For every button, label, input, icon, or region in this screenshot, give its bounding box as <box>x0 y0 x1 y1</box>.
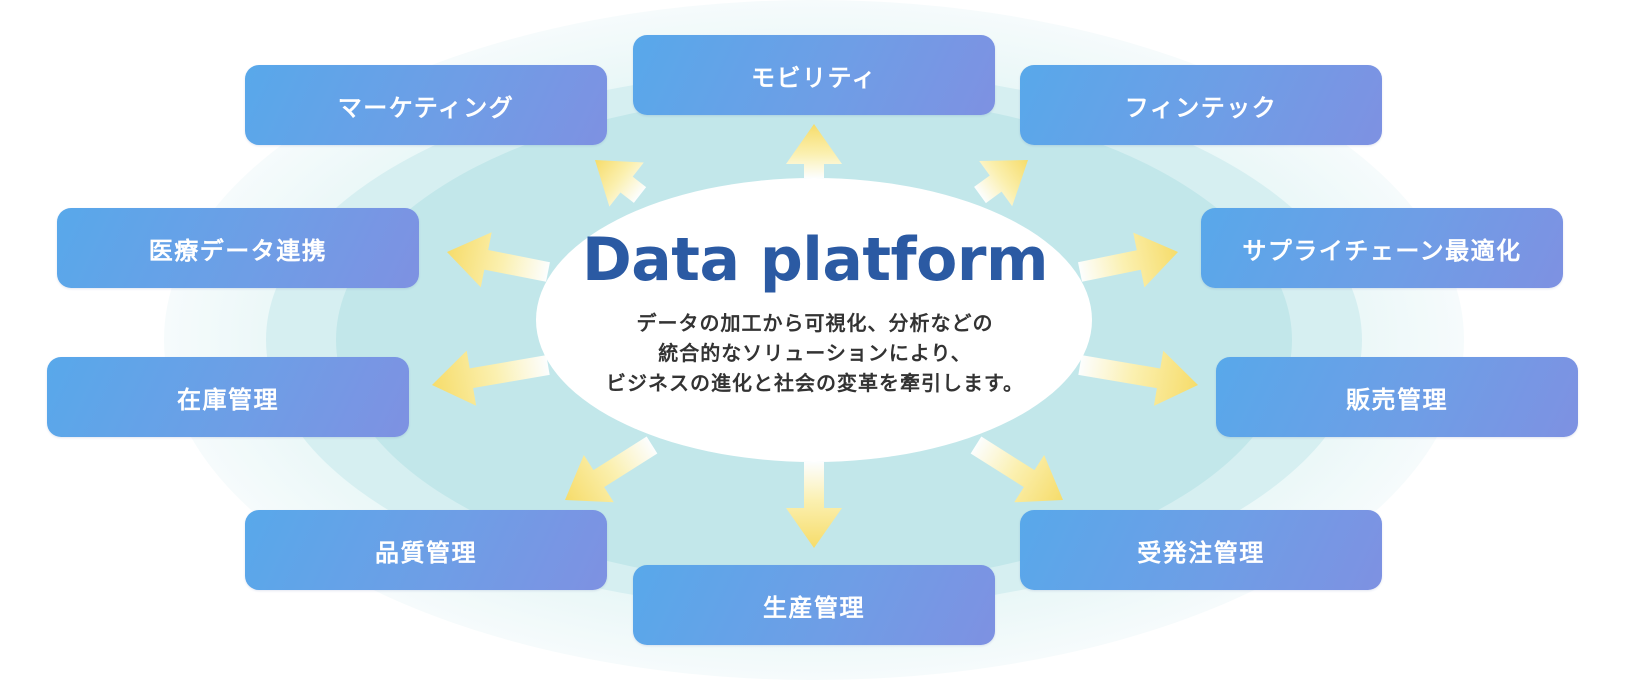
arrow-orders-icon <box>970 436 1064 503</box>
node-orders: 受発注管理 <box>1020 510 1382 590</box>
arrow-quality-icon <box>564 436 658 503</box>
node-quality: 品質管理 <box>245 510 607 590</box>
center-content: Data platform データの加工から可視化、分析などの 統合的なソリュー… <box>540 222 1090 398</box>
description-line-2: 統合的なソリューションにより、 <box>658 341 972 365</box>
center-ellipse <box>536 178 1092 462</box>
arrow-mobility-icon <box>786 124 842 178</box>
arrow-medical-icon <box>446 232 550 288</box>
node-inventory: 在庫管理 <box>47 357 409 437</box>
node-sales: 販売管理 <box>1216 357 1578 437</box>
description-line-3: ビジネスの進化と社会の変革を牽引します。 <box>606 371 1024 395</box>
arrow-marketing-icon <box>595 159 647 207</box>
platform-title: Data platform <box>582 225 1048 295</box>
node-marketing: マーケティング <box>245 65 607 145</box>
node-medical-data: 医療データ連携 <box>57 208 419 288</box>
arrow-sales-icon <box>1078 350 1199 406</box>
arrow-group <box>432 124 1199 548</box>
arrow-supply-icon <box>1078 232 1178 288</box>
node-supply-chain: サプライチェーン最適化 <box>1201 208 1563 288</box>
arrow-production-icon <box>786 462 842 548</box>
node-production: 生産管理 <box>633 565 995 645</box>
arrow-fintech-icon <box>974 159 1028 207</box>
node-fintech: フィンテック <box>1020 65 1382 145</box>
description-line-1: データの加工から可視化、分析などの <box>636 311 994 335</box>
node-mobility: モビリティ <box>633 35 995 115</box>
arrow-inventory-icon <box>432 350 550 406</box>
